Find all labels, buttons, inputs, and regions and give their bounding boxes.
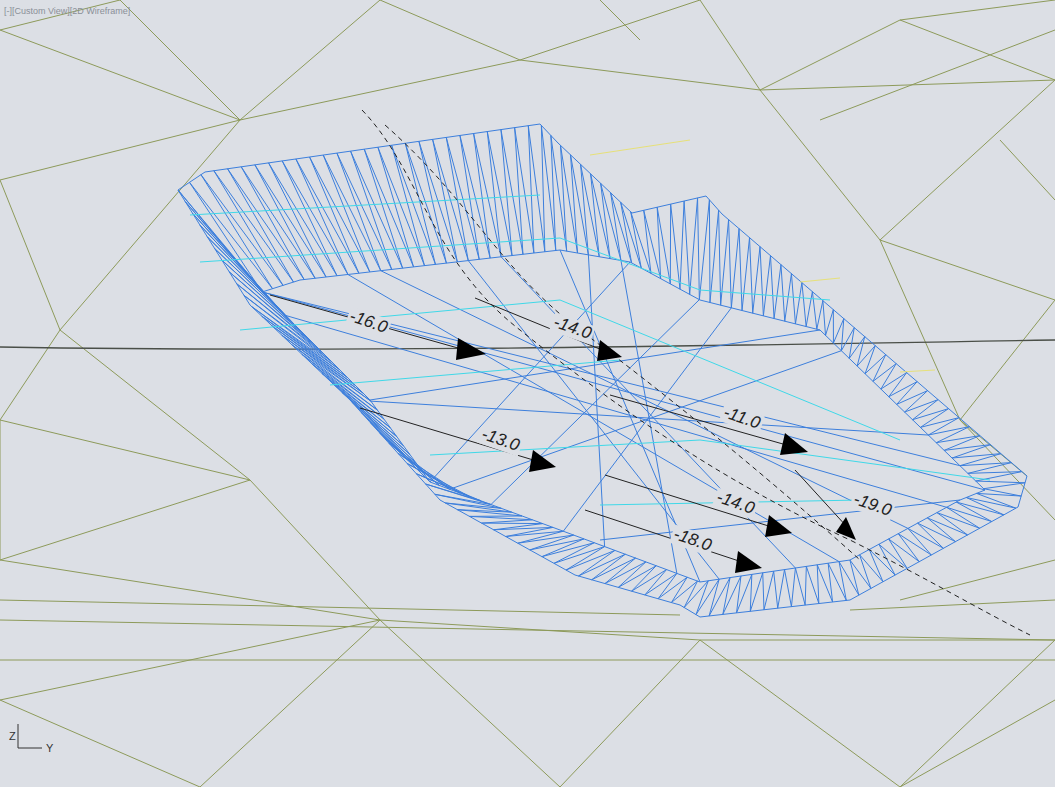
contour-lines: [190, 195, 990, 505]
floor-triangle: [370, 330, 820, 400]
view-caption: [-][Custom View][2D Wireframe]: [4, 6, 130, 16]
slope-label: -18.0: [669, 524, 716, 556]
floor-triangle: [348, 274, 839, 561]
slope-arrows: [270, 295, 856, 573]
slope-label: -13.0: [477, 424, 524, 456]
axis-label: Y: [46, 742, 53, 754]
pond-wireframe: [178, 124, 1027, 617]
slope-label: -11.0: [719, 402, 764, 433]
slope-label: -14.0: [712, 487, 759, 519]
slope-label: -19.0: [849, 489, 896, 521]
floor-triangle: [468, 261, 719, 580]
slope-triangles: [178, 125, 1025, 616]
axis-label: Z: [9, 730, 16, 742]
floor-triangle: [491, 300, 699, 505]
floor-triangle: [262, 292, 960, 466]
pond-rim: [178, 124, 1027, 617]
axis-icon: [18, 724, 42, 748]
dashed-lines: [362, 110, 1030, 635]
pond-floor-edge: [262, 250, 985, 582]
slope-label: -16.0: [345, 306, 392, 338]
yellow-lines: [590, 140, 935, 372]
floor-triangle: [600, 500, 960, 540]
slope-label: -14.0: [549, 312, 596, 344]
alignment-line: [0, 340, 1055, 349]
floor-triangle: [262, 292, 985, 490]
